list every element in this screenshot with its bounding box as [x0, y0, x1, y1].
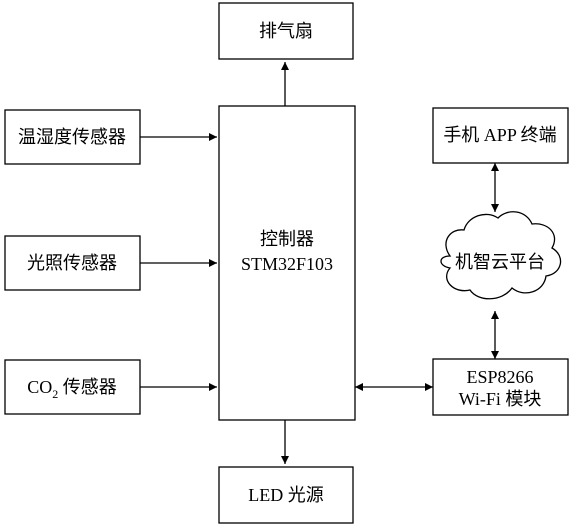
fan-label: 排气扇 [259, 21, 313, 41]
wifi-module-label-line1: ESP8266 [466, 367, 533, 387]
co2-label-suffix: 传感器 [58, 377, 117, 397]
cloud-platform-label: 机智云平台 [455, 252, 545, 272]
fan-box: 排气扇 [218, 2, 354, 60]
temp-humidity-sensor-box: 温湿度传感器 [4, 109, 141, 165]
wifi-module-label-line2: Wi-Fi 模块 [459, 389, 542, 409]
app-terminal-label: 手机 APP 终端 [443, 125, 556, 145]
app-terminal-box: 手机 APP 终端 [432, 107, 569, 164]
connections [140, 62, 499, 464]
co2-label-prefix: CO [27, 377, 52, 397]
controller-label-line2: STM32F103 [241, 254, 333, 274]
light-sensor-box: 光照传感器 [4, 235, 141, 291]
wifi-module-box: ESP8266 Wi-Fi 模块 [432, 358, 569, 416]
controller-box: 控制器 STM32F103 [218, 105, 356, 421]
co2-sensor-label: CO2 传感器 [27, 377, 117, 401]
controller-label-line1: 控制器 [260, 229, 314, 249]
led-label: LED 光源 [248, 485, 324, 505]
temp-humidity-sensor-label: 温湿度传感器 [18, 127, 126, 147]
led-box: LED 光源 [218, 466, 354, 524]
co2-sensor-box: CO2 传感器 [4, 359, 141, 415]
light-sensor-label: 光照传感器 [27, 253, 117, 273]
cloud-platform-shape: 机智云平台 [440, 211, 562, 300]
co2-label-subscript: 2 [52, 387, 58, 401]
